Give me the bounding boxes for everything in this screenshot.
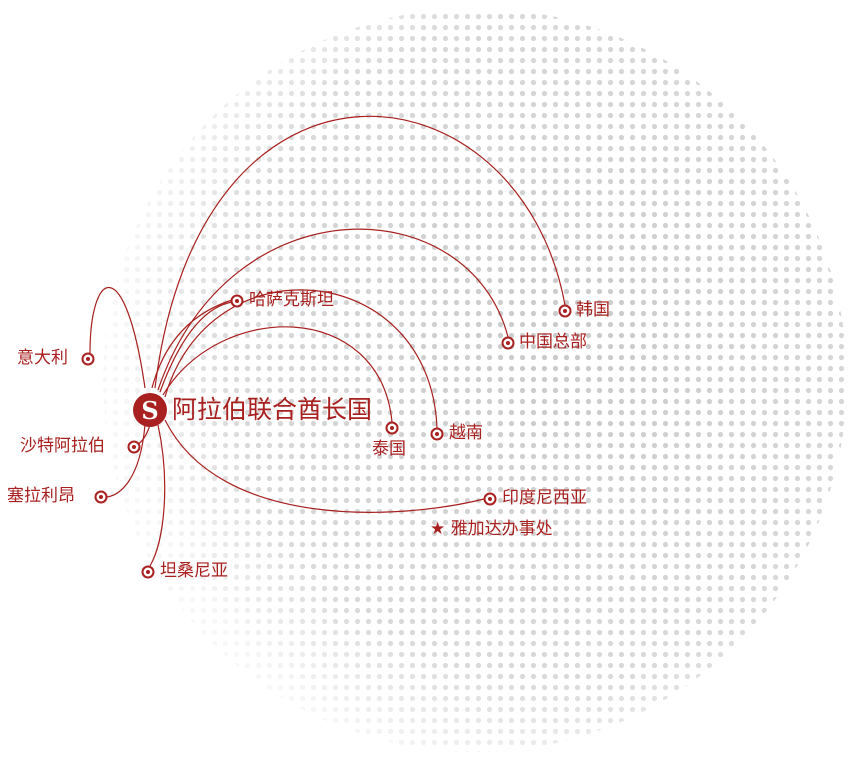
label-vietnam: 越南 xyxy=(449,423,483,443)
label-indonesia: 印度尼西亚 xyxy=(502,488,587,508)
route-china xyxy=(157,228,509,391)
marker-kazakhstan xyxy=(230,294,244,308)
svg-text:S: S xyxy=(141,396,158,425)
office-entry: ★ 雅加达办事处 xyxy=(430,521,553,538)
star-icon: ★ xyxy=(430,519,446,539)
label-tanzania: 坦桑尼亚 xyxy=(160,561,228,581)
marker-korea xyxy=(558,304,572,318)
label-saudi: 沙特阿拉伯 xyxy=(20,436,105,456)
marker-italy xyxy=(81,352,95,366)
dotted-globe xyxy=(103,8,847,752)
marker-thailand xyxy=(385,421,399,435)
label-jakarta-office: 雅加达办事处 xyxy=(450,519,553,539)
label-italy: 意大利 xyxy=(17,348,68,368)
label-sierra-leone: 塞拉利昂 xyxy=(7,486,75,506)
label-china: 中国总部 xyxy=(519,332,587,352)
marker-indonesia xyxy=(483,492,497,506)
hub-label: 阿拉伯联合酋长国 xyxy=(172,395,373,424)
route-sierra-leone xyxy=(106,424,146,498)
s-logo-icon: S xyxy=(133,393,167,427)
label-korea: 韩国 xyxy=(576,300,610,320)
route-kazakhstan xyxy=(159,301,233,393)
marker-tanzania xyxy=(141,565,155,579)
label-kazakhstan: 哈萨克斯坦 xyxy=(249,290,334,310)
label-thailand: 泰国 xyxy=(372,439,406,459)
route-italy xyxy=(89,286,146,389)
marker-sierra-leone xyxy=(94,490,108,504)
route-vietnam xyxy=(164,289,438,429)
route-thailand xyxy=(162,326,393,423)
marker-vietnam xyxy=(430,427,444,441)
route-korea xyxy=(154,115,566,389)
route-kazakhstan-2 xyxy=(151,299,233,389)
route-tanzania xyxy=(149,424,166,567)
marker-china xyxy=(501,336,515,350)
route-indonesia xyxy=(164,419,485,513)
marker-saudi xyxy=(127,440,141,454)
